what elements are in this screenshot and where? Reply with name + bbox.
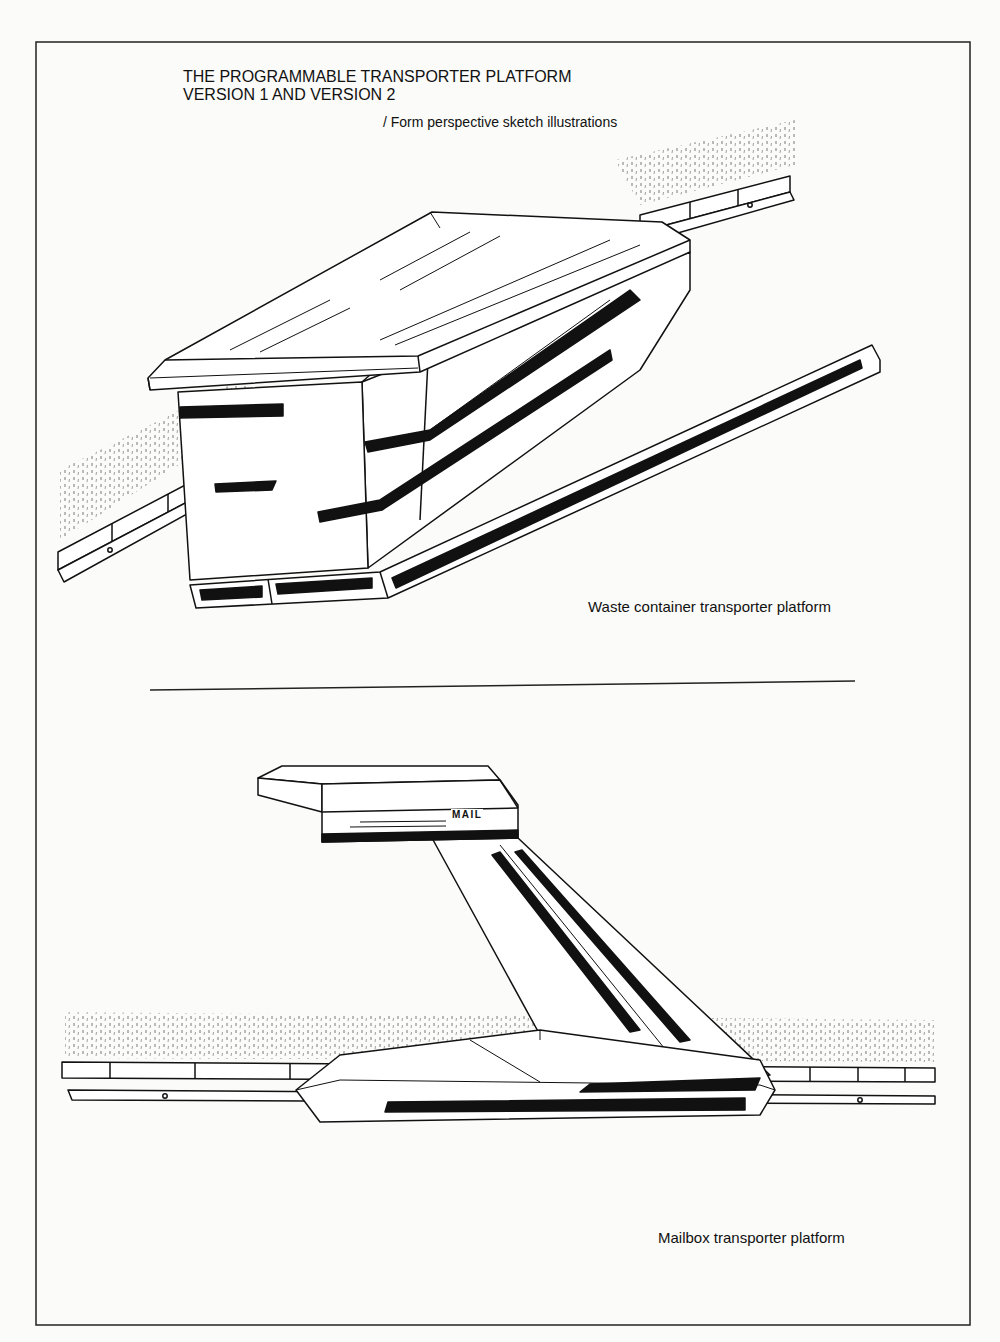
subtitle-note: / Form perspective sketch illustrations [383, 114, 617, 130]
mailbox-lettering: MAIL [451, 809, 483, 821]
waste-container-sketch [58, 120, 880, 608]
sheet-title: THE PROGRAMMABLE TRANSPORTER PLATFORM VE… [183, 68, 623, 105]
mailbox-sketch [62, 766, 935, 1122]
text-slot: Mailbox transporter platform [658, 1229, 845, 1246]
text-slot: / Form perspective sketch illustrations [383, 114, 617, 130]
text-slot: Waste container transporter platform [588, 598, 831, 615]
divider-line [150, 681, 855, 690]
figure-caption: Waste container transporter platform [588, 598, 831, 615]
text-slot: MAIL [451, 809, 483, 821]
page-frame [36, 42, 970, 1325]
figure-caption: Mailbox transporter platform [658, 1229, 845, 1246]
text-slot: THE PROGRAMMABLE TRANSPORTER PLATFORM VE… [183, 68, 623, 105]
